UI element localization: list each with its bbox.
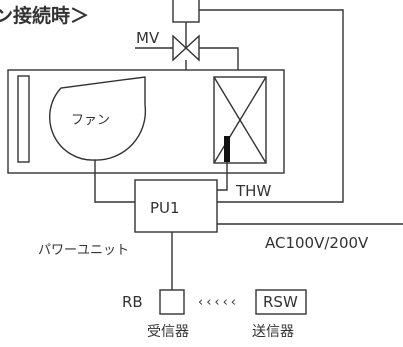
thermistor-element [224, 136, 230, 162]
signal-arrows: ‹‹‹‹‹ [198, 295, 239, 310]
thermistor-label: THW [235, 182, 271, 200]
receiver-caption: 受信器 [147, 324, 189, 340]
wire-fan-to-pu [94, 160, 135, 203]
wire-thermistor-to-pu [217, 162, 228, 191]
receiver-code: RB [122, 293, 143, 311]
power-unit-label: PU1 [150, 199, 180, 217]
heat-exchanger [213, 76, 267, 164]
fan-scroll [48, 76, 147, 161]
supply-voltage-label: AC100V/200V [265, 234, 369, 252]
power-unit-caption: パワーユニット [38, 243, 129, 258]
wire-top-right [199, 9, 344, 203]
wire-valve-to-coil [199, 47, 239, 70]
top-component-box [172, 0, 200, 23]
header-title: ン接続時＞ [0, 4, 89, 27]
filter-grille [17, 75, 30, 163]
transmitter-box [255, 289, 307, 315]
valve-symbol [172, 22, 200, 62]
transmitter-code: RSW [263, 293, 298, 311]
transmitter-caption: 送信器 [252, 324, 294, 340]
receiver-box [159, 289, 185, 315]
fan-label: ファン [71, 113, 110, 128]
unit-casing [7, 69, 285, 174]
valve-label: MV [136, 29, 160, 47]
power-unit-box [134, 179, 218, 233]
